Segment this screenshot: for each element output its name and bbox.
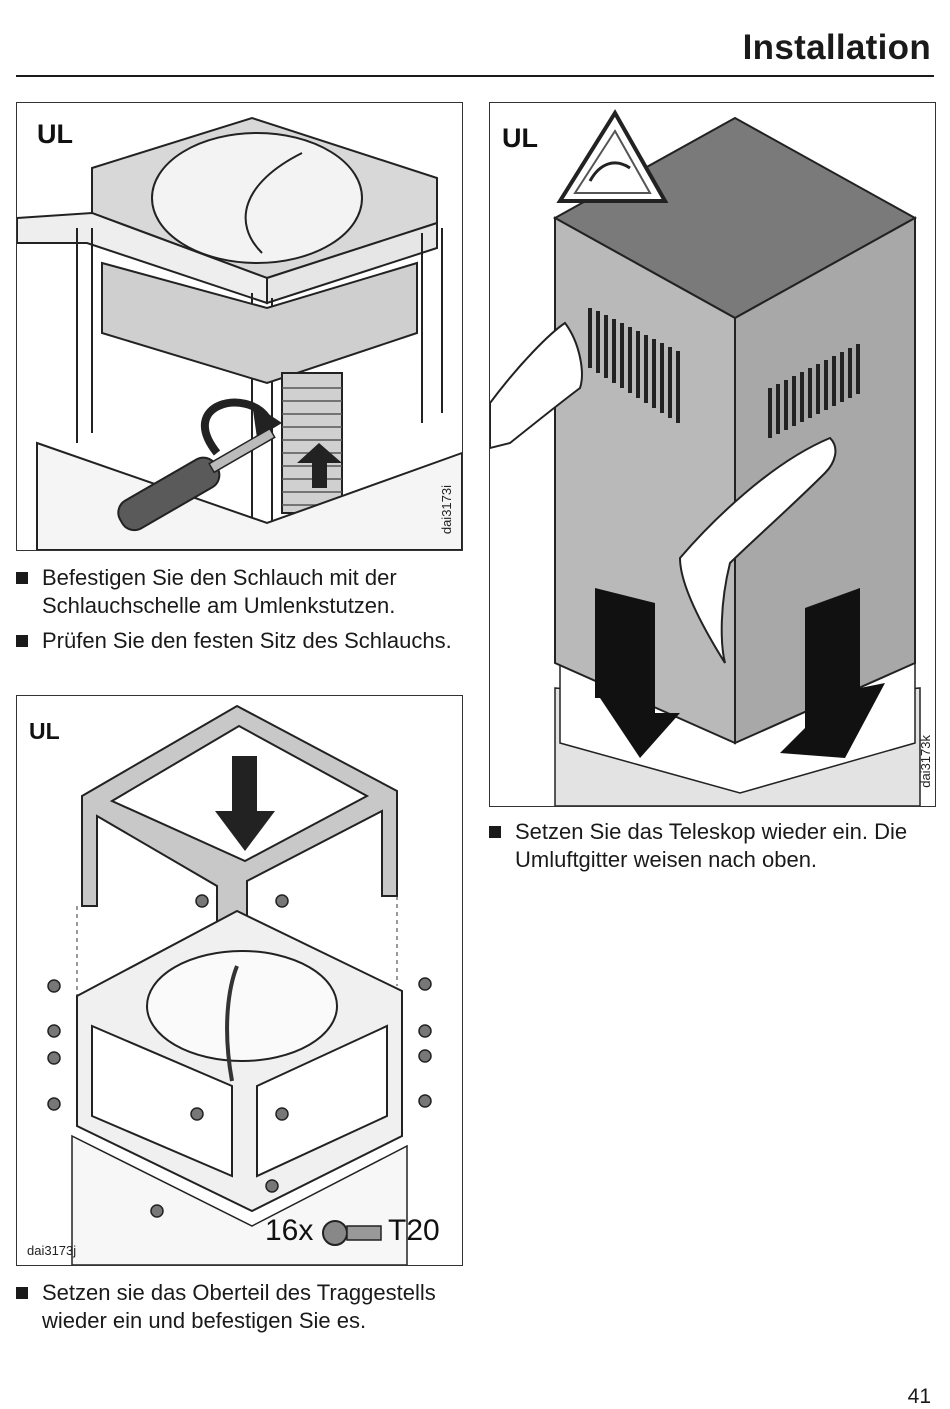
telescope-illustration — [490, 109, 921, 806]
bullet-square — [16, 635, 28, 647]
figure-frame-assembly: UL 16x T20 dai3173j — [16, 695, 463, 1266]
hose-clamp-illustration — [17, 116, 462, 550]
bullet-square — [489, 826, 501, 838]
figure-code: dai3173j — [27, 1243, 77, 1258]
page-number: 41 — [907, 1385, 931, 1408]
list-item: Befestigen Sie den Schlauch mit der Schl… — [16, 564, 456, 620]
figure-label: UL — [37, 119, 73, 149]
header-rule — [16, 75, 934, 77]
figure-label: UL — [29, 718, 60, 744]
list-item: Setzen sie das Oberteil des Tragge­stell… — [16, 1279, 456, 1335]
bullet-square — [16, 1287, 28, 1299]
figure-hose-clamp: UL dai3173i — [16, 102, 463, 551]
screw-type: T20 — [388, 1214, 440, 1247]
instructions-frame: Setzen sie das Oberteil des Tragge­stell… — [16, 1279, 456, 1342]
list-item: Prüfen Sie den festen Sitz des Schlauchs… — [16, 627, 456, 655]
figure-label: UL — [502, 123, 538, 153]
list-item: Setzen Sie das Teleskop wieder ein. Die … — [489, 818, 929, 874]
figure-code: dai3173i — [439, 485, 454, 535]
bullet-square — [16, 572, 28, 584]
figure-code: dai3173k — [918, 735, 933, 788]
screw-count: 16x — [265, 1214, 314, 1247]
instructions-telescope: Setzen Sie das Teleskop wieder ein. Die … — [489, 818, 929, 881]
frame-assembly-illustration — [47, 704, 432, 1265]
figure-telescope: UL dai3173k — [489, 102, 936, 807]
page-title: Installation — [742, 28, 931, 67]
instructions-hose: Befestigen Sie den Schlauch mit der Schl… — [16, 564, 456, 662]
